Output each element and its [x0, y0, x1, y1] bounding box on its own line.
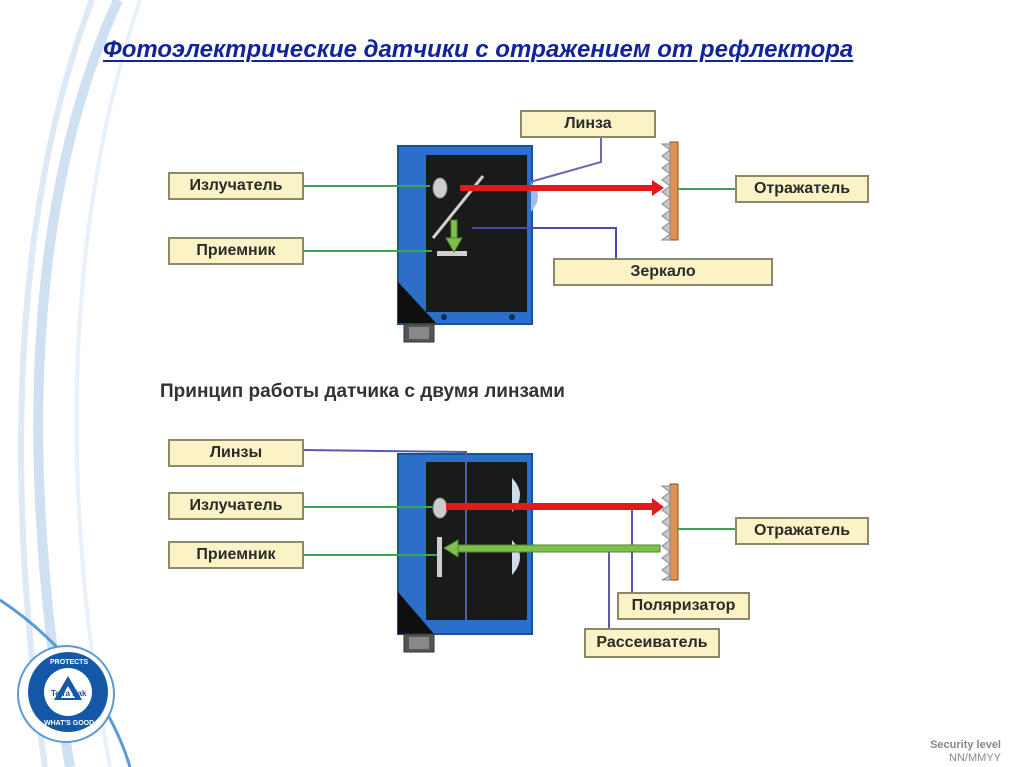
diffuser-label: Рассеиватель	[584, 628, 720, 658]
emitter-label-2: Излучатель	[168, 492, 304, 520]
logo-wordmark: Tetra Pak	[51, 689, 87, 698]
lens-label: Линза	[520, 110, 656, 138]
security-level: Security level	[930, 739, 1001, 751]
receiver-element-2	[437, 537, 442, 577]
reflector-1	[660, 141, 679, 241]
beams-2	[443, 498, 664, 558]
receiver-element-1	[437, 251, 467, 256]
emitter-label: Излучатель	[168, 172, 304, 200]
reflector-2	[660, 483, 679, 581]
sensor-housing-1	[397, 145, 538, 343]
lenses-label: Линзы	[168, 439, 304, 467]
polarizer-label: Поляризатор	[617, 592, 750, 620]
footer-date: NN/MMYY	[949, 752, 1001, 764]
tetra-pak-logo	[17, 645, 115, 743]
reflector-label-2: Отражатель	[735, 517, 869, 545]
emitter-element-1	[432, 177, 448, 199]
logo-ring-bottom: WHAT'S GOOD	[44, 720, 95, 727]
logo-ring-top: PROTECTS	[50, 659, 89, 666]
background-swoosh	[0, 0, 142, 767]
receiver-label: Приемник	[168, 237, 304, 265]
slide-title: Фотоэлектрические датчики с отражением о…	[103, 36, 854, 63]
mirror-label: Зеркало	[553, 258, 773, 286]
emitter-element-2	[432, 497, 448, 519]
beams-1	[445, 180, 664, 254]
reflector-label: Отражатель	[735, 175, 869, 203]
receiver-label-2: Приемник	[168, 541, 304, 569]
leader-lines-1	[304, 138, 735, 258]
diagram-2-heading: Принцип работы датчика с двумя линзами	[160, 381, 565, 402]
